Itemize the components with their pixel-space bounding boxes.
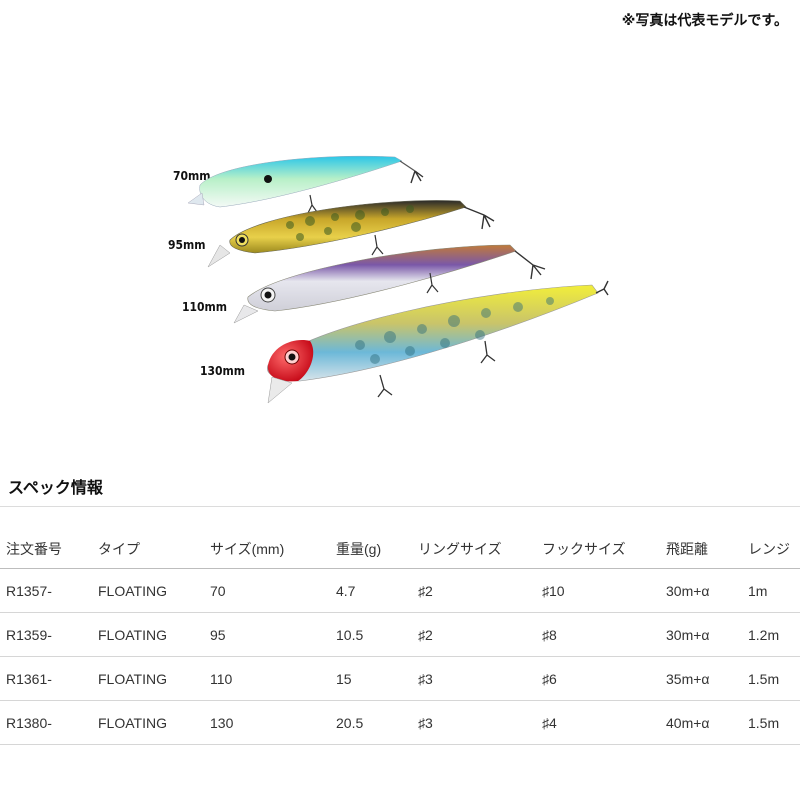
cell-order-number: R1380- bbox=[0, 700, 92, 745]
cell-casting-distance: 35m+α bbox=[660, 656, 742, 701]
header-type: タイプ bbox=[92, 530, 204, 569]
lure-illustration bbox=[187, 155, 609, 404]
cell-size: 70 bbox=[204, 568, 330, 613]
cell-type: FLOATING bbox=[92, 700, 204, 745]
header-size: サイズ(mm) bbox=[204, 530, 330, 569]
cell-type: FLOATING bbox=[92, 656, 204, 701]
spec-table: 注文番号 タイプ サイズ(mm) 重量(g) リングサイズ フックサイズ 飛距離… bbox=[0, 530, 800, 745]
cell-range: 1.2m bbox=[742, 612, 800, 657]
cell-order-number: R1361- bbox=[0, 656, 92, 701]
size-label-110: 110mm bbox=[182, 300, 228, 314]
cell-range: 1.5m bbox=[742, 700, 800, 745]
cell-range: 1.5m bbox=[742, 656, 800, 701]
cell-type: FLOATING bbox=[92, 568, 204, 613]
section-divider bbox=[0, 506, 800, 507]
cell-hook-size: ♯4 bbox=[536, 700, 660, 745]
cell-ring-size: ♯2 bbox=[412, 612, 536, 657]
cell-weight: 20.5 bbox=[330, 700, 412, 745]
cell-hook-size: ♯8 bbox=[536, 612, 660, 657]
cell-casting-distance: 40m+α bbox=[660, 700, 742, 745]
cell-hook-size: ♯10 bbox=[536, 568, 660, 613]
header-weight: 重量(g) bbox=[330, 530, 412, 569]
cell-casting-distance: 30m+α bbox=[660, 612, 742, 657]
cell-order-number: R1359- bbox=[0, 612, 92, 657]
header-ring-size: リングサイズ bbox=[412, 530, 536, 569]
table-row: R1357- FLOATING 70 4.7 ♯2 ♯10 30m+α 1m bbox=[0, 568, 800, 613]
size-label-95: 95mm bbox=[168, 238, 206, 252]
cell-size: 95 bbox=[204, 612, 330, 657]
cell-weight: 10.5 bbox=[330, 612, 412, 657]
cell-weight: 15 bbox=[330, 656, 412, 701]
header-order-number: 注文番号 bbox=[0, 530, 92, 569]
size-label-70: 70mm bbox=[173, 169, 211, 183]
photo-note: ※写真は代表モデルです。 bbox=[621, 13, 788, 29]
size-label-130: 130mm bbox=[200, 364, 246, 378]
table-row: R1361- FLOATING 110 15 ♯3 ♯6 35m+α 1.5m bbox=[0, 656, 800, 701]
cell-type: FLOATING bbox=[92, 612, 204, 657]
header-hook-size: フックサイズ bbox=[536, 530, 660, 569]
spec-section-title: スペック情報 bbox=[8, 478, 103, 497]
cell-order-number: R1357- bbox=[0, 568, 92, 613]
cell-weight: 4.7 bbox=[330, 568, 412, 613]
table-row: R1359- FLOATING 95 10.5 ♯2 ♯8 30m+α 1.2m bbox=[0, 612, 800, 657]
cell-range: 1m bbox=[742, 568, 800, 613]
cell-ring-size: ♯3 bbox=[412, 700, 536, 745]
cell-ring-size: ♯2 bbox=[412, 568, 536, 613]
header-casting-distance: 飛距離 bbox=[660, 530, 742, 569]
cell-ring-size: ♯3 bbox=[412, 656, 536, 701]
cell-hook-size: ♯6 bbox=[536, 656, 660, 701]
cell-casting-distance: 30m+α bbox=[660, 568, 742, 613]
cell-size: 130 bbox=[204, 700, 330, 745]
table-header-row: 注文番号 タイプ サイズ(mm) 重量(g) リングサイズ フックサイズ 飛距離… bbox=[0, 530, 800, 569]
header-range: レンジ bbox=[742, 530, 800, 569]
table-row: R1380- FLOATING 130 20.5 ♯3 ♯4 40m+α 1.5… bbox=[0, 700, 800, 745]
cell-size: 110 bbox=[204, 656, 330, 701]
